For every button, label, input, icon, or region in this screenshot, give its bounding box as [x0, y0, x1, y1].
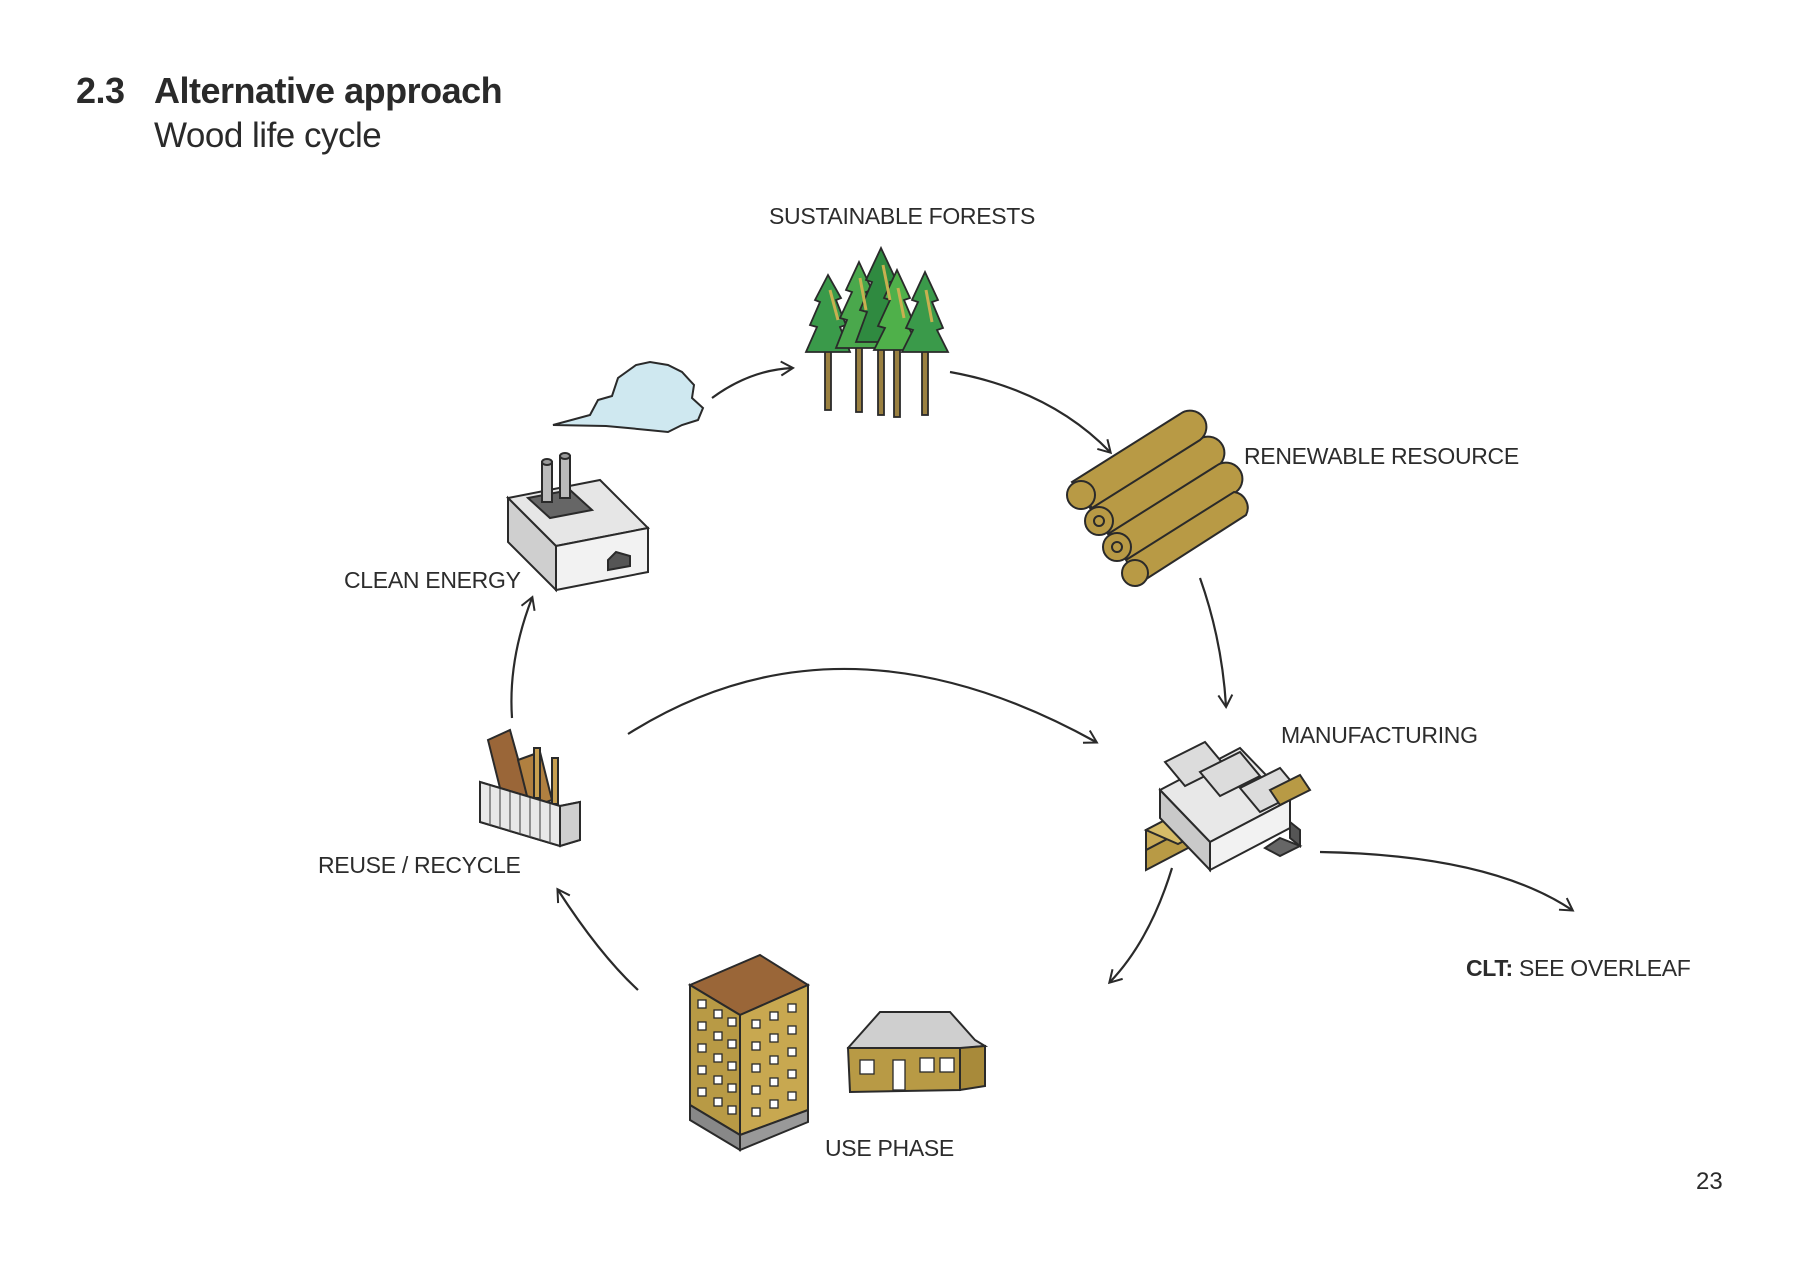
arrow-recycle-to-energy [510, 595, 536, 719]
apartment-building-icon [687, 953, 811, 1152]
label-clean-energy: CLEAN ENERGY [344, 567, 521, 593]
label-sustainable-forests: SUSTAINABLE FORESTS [769, 203, 1036, 229]
page-number: 23 [1696, 1168, 1723, 1195]
section-subtitle: Wood life cycle [154, 116, 382, 155]
forest-icon [804, 245, 950, 418]
clt-note: CLT: SEE OVERLEAF [1466, 955, 1691, 982]
manufacturing-machine-icon [1143, 740, 1312, 873]
label-reuse-recycle: REUSE / RECYCLE [318, 852, 521, 878]
label-manufacturing: MANUFACTURING [1281, 722, 1478, 748]
label-renewable-resource: RENEWABLE RESOURCE [1244, 443, 1519, 469]
arrow-forest-to-logs [949, 370, 1113, 455]
arrow-logs-to-manufacturing [1198, 577, 1234, 709]
section-title: Alternative approach [154, 70, 503, 111]
cloud-icon [552, 360, 705, 434]
arrow-manufacturing-to-clt [1319, 850, 1575, 912]
recycle-bin-icon [479, 728, 581, 848]
label-use-phase: USE PHASE [825, 1135, 954, 1161]
arrow-manufacturing-to-use [1107, 867, 1174, 985]
arrow-use-to-recycle [556, 887, 639, 991]
clt-note-bold: CLT: [1466, 955, 1513, 981]
house-icon [846, 1011, 989, 1094]
arrow-cloud-to-forest [711, 360, 795, 399]
section-number: 2.3 [76, 70, 125, 111]
factory-icon [505, 452, 651, 593]
clt-note-text: SEE OVERLEAF [1512, 955, 1691, 981]
logs-icon [1066, 409, 1249, 587]
arrow-recycle-to-manufacturing [627, 667, 1099, 744]
